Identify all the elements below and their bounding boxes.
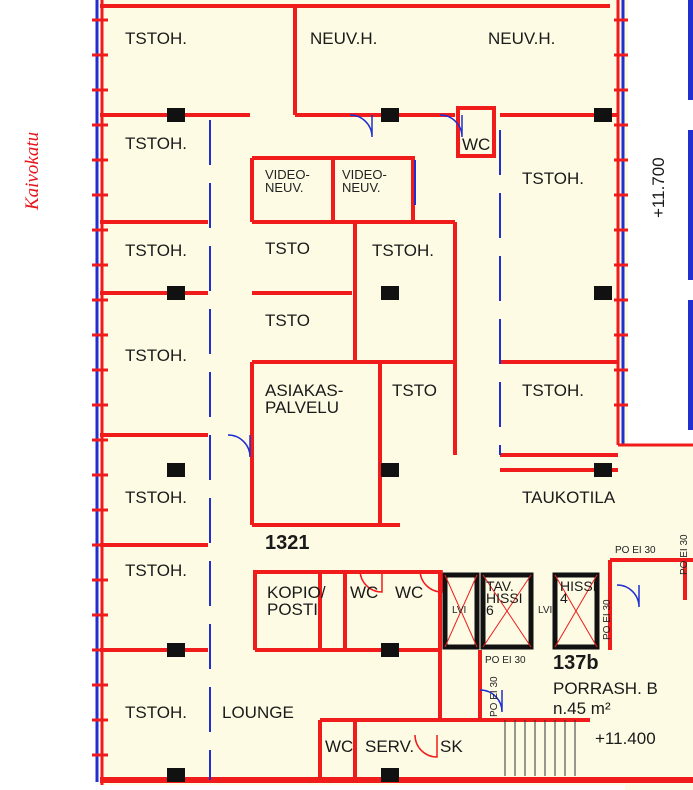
door-swing (439, 114, 463, 138)
column (381, 643, 399, 657)
room-label: WC (325, 737, 354, 756)
room-label: TSTO (392, 381, 438, 400)
elevator-shaft (442, 572, 480, 650)
stair-area: n.45 m² (553, 699, 611, 718)
room-label: TSTOH. (125, 346, 188, 365)
column (167, 643, 185, 657)
floor-level-outside: +11.700 (649, 157, 668, 218)
column (594, 463, 612, 477)
room-label: TSTOH. (522, 381, 585, 400)
column (381, 108, 399, 122)
door-swing (479, 689, 503, 713)
small-annotation: LVI (538, 605, 553, 616)
street-name: Kaivokatu (22, 131, 43, 210)
door-swing (227, 434, 251, 458)
room-label: TSTOH. (522, 169, 585, 188)
room-label: WC (462, 135, 491, 154)
window-pane (688, 300, 693, 430)
floor-area-stair (625, 445, 693, 790)
shaft-cross (554, 574, 598, 648)
room-label: TSTOH. (125, 703, 188, 722)
elevator-shaft (480, 572, 534, 650)
room-label: TSTOH. (125, 134, 188, 153)
column (594, 286, 612, 300)
room-label: TAUKOTILA (522, 488, 616, 507)
shaft-cross (482, 574, 532, 648)
room-label: VIDEO- NEUV. (342, 167, 387, 195)
room-label: TSTOH. (125, 241, 188, 260)
room-label: WC (395, 583, 424, 602)
door-swing (419, 569, 443, 593)
window-pane (688, 130, 693, 280)
stair-number: 137b (553, 652, 599, 674)
room-label: KOPIO/ POSTI (267, 583, 326, 619)
room-label: LOUNGE (222, 703, 294, 722)
room-label: SERV. (365, 737, 415, 756)
small-annotation: PO EI 30 (615, 545, 656, 556)
column (594, 108, 612, 122)
elevator-shaft (552, 572, 600, 650)
room-label: SK (440, 737, 463, 756)
door-swing (349, 114, 373, 138)
room-label: TSTOH. (125, 488, 188, 507)
door-swing (616, 584, 640, 608)
column (167, 768, 185, 782)
zone-number: 1321 (265, 532, 310, 554)
room-label: TSTO (265, 311, 311, 330)
window-pane (688, 0, 693, 100)
room-label: ASIAKAS- PALVELU (265, 381, 344, 417)
floor-level-stair: +11.400 (595, 729, 656, 748)
room-label: VIDEO- NEUV. (265, 167, 310, 195)
door-swing (359, 569, 383, 593)
floor-area (100, 0, 628, 785)
column (167, 463, 185, 477)
column (167, 108, 185, 122)
room-label: WC (350, 583, 379, 602)
small-annotation: PO EI 30 (679, 534, 690, 575)
room-label: NEUV.H. (488, 29, 556, 48)
room-label: TSTOH. (125, 561, 188, 580)
room-label: TSTO (265, 239, 311, 258)
small-annotation: PO EI 30 (602, 599, 613, 640)
column (381, 463, 399, 477)
small-annotation: LVI (452, 605, 467, 616)
room-label: TSTOH. (125, 29, 188, 48)
column (167, 286, 185, 300)
door-swing (414, 734, 438, 758)
room-label: HISSI 4 (560, 578, 597, 606)
small-annotation: PO EI 30 (485, 655, 526, 666)
column (381, 286, 399, 300)
small-annotation: PO EI 30 (489, 676, 500, 717)
stair-name: PORRASH. B (553, 679, 658, 698)
room-label: TAV. HISSI 6 (486, 578, 523, 618)
room-label: NEUV.H. (310, 29, 378, 48)
room-label: TSTOH. (372, 241, 435, 260)
shaft-cross (444, 574, 478, 648)
column (381, 768, 399, 782)
wc-box (456, 106, 496, 158)
